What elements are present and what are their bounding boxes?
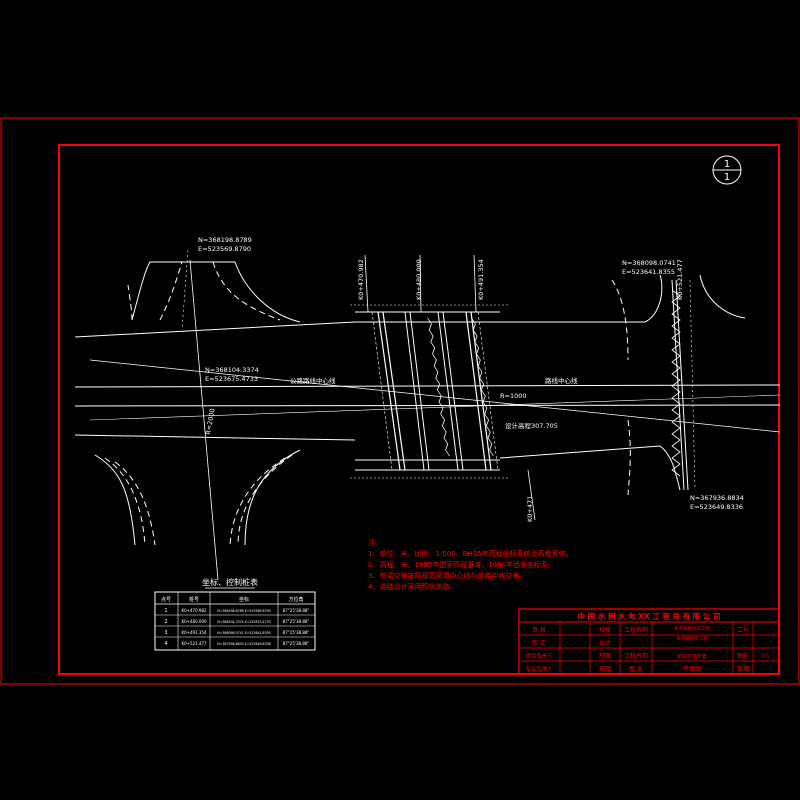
station-k2: K0+480.000 — [415, 259, 423, 300]
road-name-left: 公路路线中心线 — [290, 376, 336, 385]
sheet-number-top: 1 — [724, 159, 730, 170]
coord-table-cell: K0+470.982 — [181, 608, 207, 613]
coord-top-left-n: N=368198.8789 — [198, 236, 252, 244]
coord-bottom-right-e: E=523649.8336 — [690, 503, 743, 511]
inner-frame — [58, 144, 780, 675]
tb-cell: 桥梁平面布置 — [677, 653, 707, 660]
coord-table-cell: 87°25'38.88" — [283, 630, 310, 635]
station-k1: K0+470.982 — [357, 259, 365, 300]
coord-table-cell: 87°25'38.88" — [283, 641, 310, 646]
coord-center-n: N=368104.3374 — [205, 366, 259, 374]
tb-cell: 图号 — [737, 653, 749, 660]
coord-bottom-right-n: N=367936.8834 — [690, 494, 744, 502]
tb-cell: 图 名 — [629, 665, 643, 673]
station-k4: K0+521.477 — [676, 259, 684, 300]
station-k3: K0+491.354 — [477, 259, 485, 300]
tb-cell: 专业负责人 — [525, 665, 553, 673]
coord-table-cell: N=368198.8789 E=523569.8790 — [217, 609, 270, 613]
outer-frame — [0, 117, 800, 685]
coord-table-header-1: 桩号 — [189, 596, 199, 603]
notes-line-4: 4、道路设计采用现状道路。 — [368, 582, 456, 591]
tb-cell: 设计 — [599, 639, 611, 647]
bridge-structure — [350, 254, 536, 521]
coord-table-cell: 4 — [164, 641, 167, 647]
main-road — [74, 321, 781, 461]
coord-table-title: 坐标、控制桩表 — [202, 577, 258, 587]
coord-table-cell: K0+480.000 — [181, 619, 207, 624]
tb-cell: 校核 — [599, 626, 611, 634]
coord-table-cell: K0+521.477 — [181, 641, 207, 646]
right-intersection — [611, 274, 746, 496]
coord-table-cell: N=368098.0741 E=523641.8355 — [217, 631, 270, 635]
notes-line-3: 3、桥梁交角按照规范采用中心线与道路中线交角。 — [368, 571, 526, 580]
coord-table: 坐标、控制桩表 点号 桩号 坐标 方位角 1 K0+470.982 N=3681… — [154, 577, 316, 651]
coord-table-cell: 3 — [164, 630, 167, 636]
tb-cell: 审 定 — [532, 639, 546, 647]
coord-table-cell: K0+491.354 — [181, 630, 207, 635]
coord-top-left-e: E=523569.8790 — [198, 245, 251, 253]
tb-cell: 工程名称 — [624, 652, 648, 660]
company-name: 中 国 水 利 水 电 XX 工 程 局 有 限 公 司 — [577, 611, 720, 621]
sheet-number-bottom: 1 — [724, 172, 730, 183]
sheet-number-circle: 1 1 — [712, 155, 742, 185]
tb-cell: 项目负责人 — [525, 652, 553, 660]
notes-block: 注: 1、单位：米，比例：1:500，BH85年高程坐标系统及高程系统。 2、高… — [368, 538, 573, 591]
notes-header: 注: — [368, 538, 377, 547]
notes-line-1: 1、单位：米，比例：1:500，BH85年高程坐标系统及高程系统。 — [368, 549, 573, 558]
coord-table-cell: 87°25'38.88" — [283, 619, 310, 624]
coord-table-cell: 87°25'38.88" — [283, 608, 310, 613]
tb-cell: 工号 — [737, 627, 749, 634]
coord-table-cell: 2 — [164, 619, 167, 625]
coord-table-cell: 1 — [164, 608, 167, 614]
coord-center-e: E=523675.4733 — [205, 375, 258, 383]
road-name-right: 路线中心线 — [545, 376, 578, 385]
tb-cell: 01 — [762, 653, 770, 660]
coord-table-header-2: 坐标 — [239, 596, 249, 603]
coord-table-cell: N=368104.3374 E=523675.4733 — [217, 620, 270, 624]
tb-cell: 审 核 — [532, 626, 546, 634]
tb-cell: 工程名称 — [624, 626, 648, 634]
radius-left: R=2000 — [204, 408, 216, 436]
tb-cell: 日期 — [737, 665, 749, 673]
title-block: 中 国 水 利 水 电 XX 工 程 局 有 限 公 司 审 核 校核 工程名称… — [518, 608, 780, 675]
tb-cell: 描图 — [599, 665, 611, 673]
design-elevation: 设计高程307.705 — [505, 421, 558, 430]
tb-cell: 某市某路桥梁工程 — [674, 625, 710, 632]
coord-table-cell: N=367936.8834 E=523649.8336 — [217, 642, 270, 646]
station-k-bottom: K0+471 — [526, 496, 534, 522]
coord-top-right-e: E=523641.8355 — [622, 268, 675, 276]
tb-cell: 某道路桥梁工程 — [676, 635, 708, 642]
left-intersection — [94, 249, 301, 581]
coordinate-labels: N=368198.8789 E=523569.8790 N=368104.337… — [198, 236, 744, 522]
tb-cell: 平面图 — [683, 666, 701, 673]
notes-line-2: 2、高程：米，1985年国家高程基准，1980年西安坐标系。 — [368, 560, 555, 569]
tb-cell: 制图 — [599, 652, 611, 660]
coord-top-right-n: N=368098.0741 — [622, 259, 676, 267]
radius-center: R=1000 — [500, 392, 527, 400]
coord-table-header-3: 方位角 — [288, 596, 303, 603]
coord-table-header-0: 点号 — [161, 597, 171, 603]
